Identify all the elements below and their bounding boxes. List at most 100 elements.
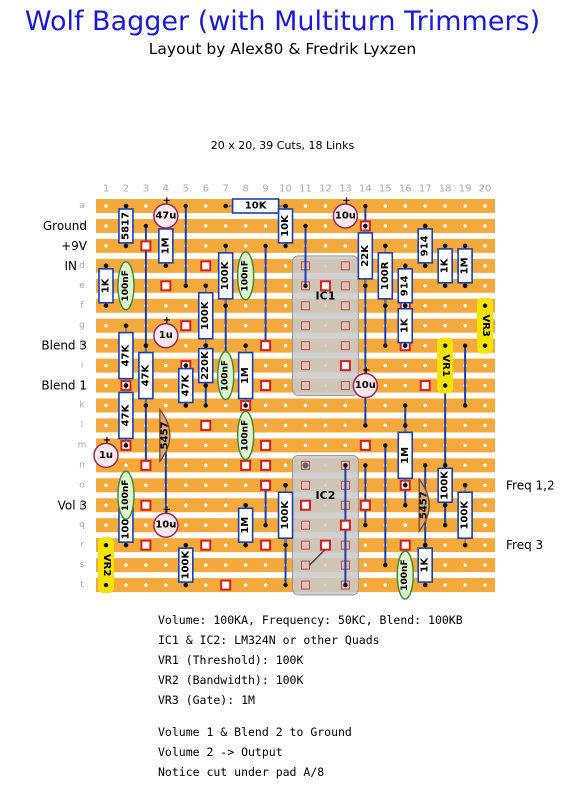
strip-hole — [283, 383, 288, 388]
solder-point — [243, 542, 248, 548]
resistor-1k-col1: 1K — [98, 263, 114, 309]
film-cap-value: 100nF — [221, 360, 231, 391]
strip-hole — [483, 264, 487, 268]
strip-hole — [164, 583, 168, 587]
resistor-1m-b: 1M — [237, 343, 254, 408]
component-notes: Volume: 100KA, Frequency: 50KC, Blend: 1… — [158, 610, 463, 782]
solder-point — [462, 483, 468, 488]
solder-point — [283, 203, 288, 209]
row-label: k — [79, 401, 85, 411]
strip-hole — [483, 523, 487, 527]
strip-hole — [263, 403, 268, 408]
solder-point — [442, 343, 448, 348]
diode-914-b: 914 — [397, 263, 414, 309]
strip-hole — [463, 563, 467, 567]
row-label: h — [79, 341, 85, 351]
column-label: 16 — [399, 184, 412, 195]
strip-hole — [104, 224, 108, 228]
strip-hole — [224, 463, 228, 468]
ic-pin — [301, 540, 310, 550]
strip-hole — [104, 244, 108, 248]
track-cut — [419, 380, 431, 392]
ic-pin — [301, 480, 310, 490]
column-label: 3 — [143, 184, 149, 195]
note-line: VR1 (Threshold): 100K — [158, 653, 304, 667]
resistor-value: 5817 — [120, 212, 131, 240]
resistor-body — [457, 248, 473, 284]
trimmer-body — [477, 297, 494, 354]
strip-hole — [104, 383, 108, 388]
capacitor-1u-b: 1u+ — [93, 435, 119, 469]
resistor-body — [457, 491, 473, 540]
solder-point — [363, 423, 368, 428]
resistor-body — [397, 268, 414, 304]
track-cut — [319, 280, 331, 292]
strip-hole — [463, 463, 467, 468]
resistor-body — [197, 291, 214, 340]
resistor-body — [98, 268, 114, 304]
strip-hole — [323, 204, 328, 208]
strip-hole — [243, 583, 248, 587]
polarity-mark: + — [342, 195, 350, 206]
solder-point — [383, 243, 388, 249]
resistor-body — [397, 431, 414, 480]
trimmer-label: VR1 — [440, 354, 451, 376]
strip-hole — [483, 563, 487, 567]
strip-hole — [443, 224, 447, 228]
strip-hole — [323, 224, 328, 228]
ic-pin — [301, 580, 310, 590]
strip-hole — [483, 244, 487, 248]
strip-hole — [483, 284, 487, 288]
solder-point — [103, 303, 109, 309]
film-cap-body — [117, 470, 135, 520]
strip-hole — [383, 403, 387, 408]
strip-hole — [243, 324, 248, 328]
solder-point — [143, 343, 149, 348]
strip-hole — [204, 583, 208, 587]
resistor-value: 47K — [120, 403, 131, 426]
resistor-value: 100K — [440, 470, 451, 500]
film-cap-value: 100nF — [241, 420, 251, 451]
resistor-100r: 100R — [377, 243, 394, 309]
capacitor-47u: 47u+ — [153, 195, 179, 229]
film-cap-value: 100nF — [121, 480, 131, 511]
resistor-body — [377, 252, 394, 300]
resistor-value: 1K — [440, 257, 451, 273]
strip-hole — [363, 563, 368, 567]
note-line: Notice cut under pad A/8 — [158, 765, 325, 779]
diode-5817: 5817 — [118, 203, 134, 249]
note-line: Volume 1 & Blend 2 to Ground — [158, 725, 352, 739]
strip-hole — [343, 244, 348, 248]
column-label: 12 — [319, 184, 332, 195]
strip-hole — [184, 503, 188, 507]
capacitor-10u-b: 10u+ — [352, 365, 379, 399]
ic-pin — [301, 301, 310, 311]
strip-hole — [403, 523, 407, 527]
solder-point — [103, 542, 109, 548]
solder-point — [223, 303, 228, 309]
copper-strip — [96, 398, 496, 413]
strip-hole — [423, 304, 427, 308]
label-blend1: Blend 1 — [41, 379, 87, 393]
strip-hole — [104, 423, 108, 428]
track-cut — [300, 499, 311, 511]
solder-point — [363, 523, 368, 528]
note-line: Volume: 100KA, Frequency: 50KC, Blend: 1… — [158, 613, 463, 627]
resistor-body — [158, 228, 174, 264]
row-label: b — [79, 221, 85, 231]
film-cap-value: 100nF — [400, 559, 410, 590]
solder-point — [363, 223, 368, 229]
strip-hole — [224, 443, 228, 448]
ic-pin — [301, 381, 310, 391]
strip-hole — [283, 284, 288, 288]
strip-hole — [283, 324, 288, 328]
strip-hole — [403, 224, 407, 228]
strip-hole — [283, 443, 288, 448]
track-cut — [140, 459, 152, 471]
strip-hole — [204, 503, 208, 507]
solder-point — [343, 582, 348, 588]
resistor-value: 47K — [120, 344, 131, 367]
ic-pin — [340, 321, 350, 331]
strip-hole — [483, 503, 487, 507]
strip-hole — [483, 483, 487, 487]
